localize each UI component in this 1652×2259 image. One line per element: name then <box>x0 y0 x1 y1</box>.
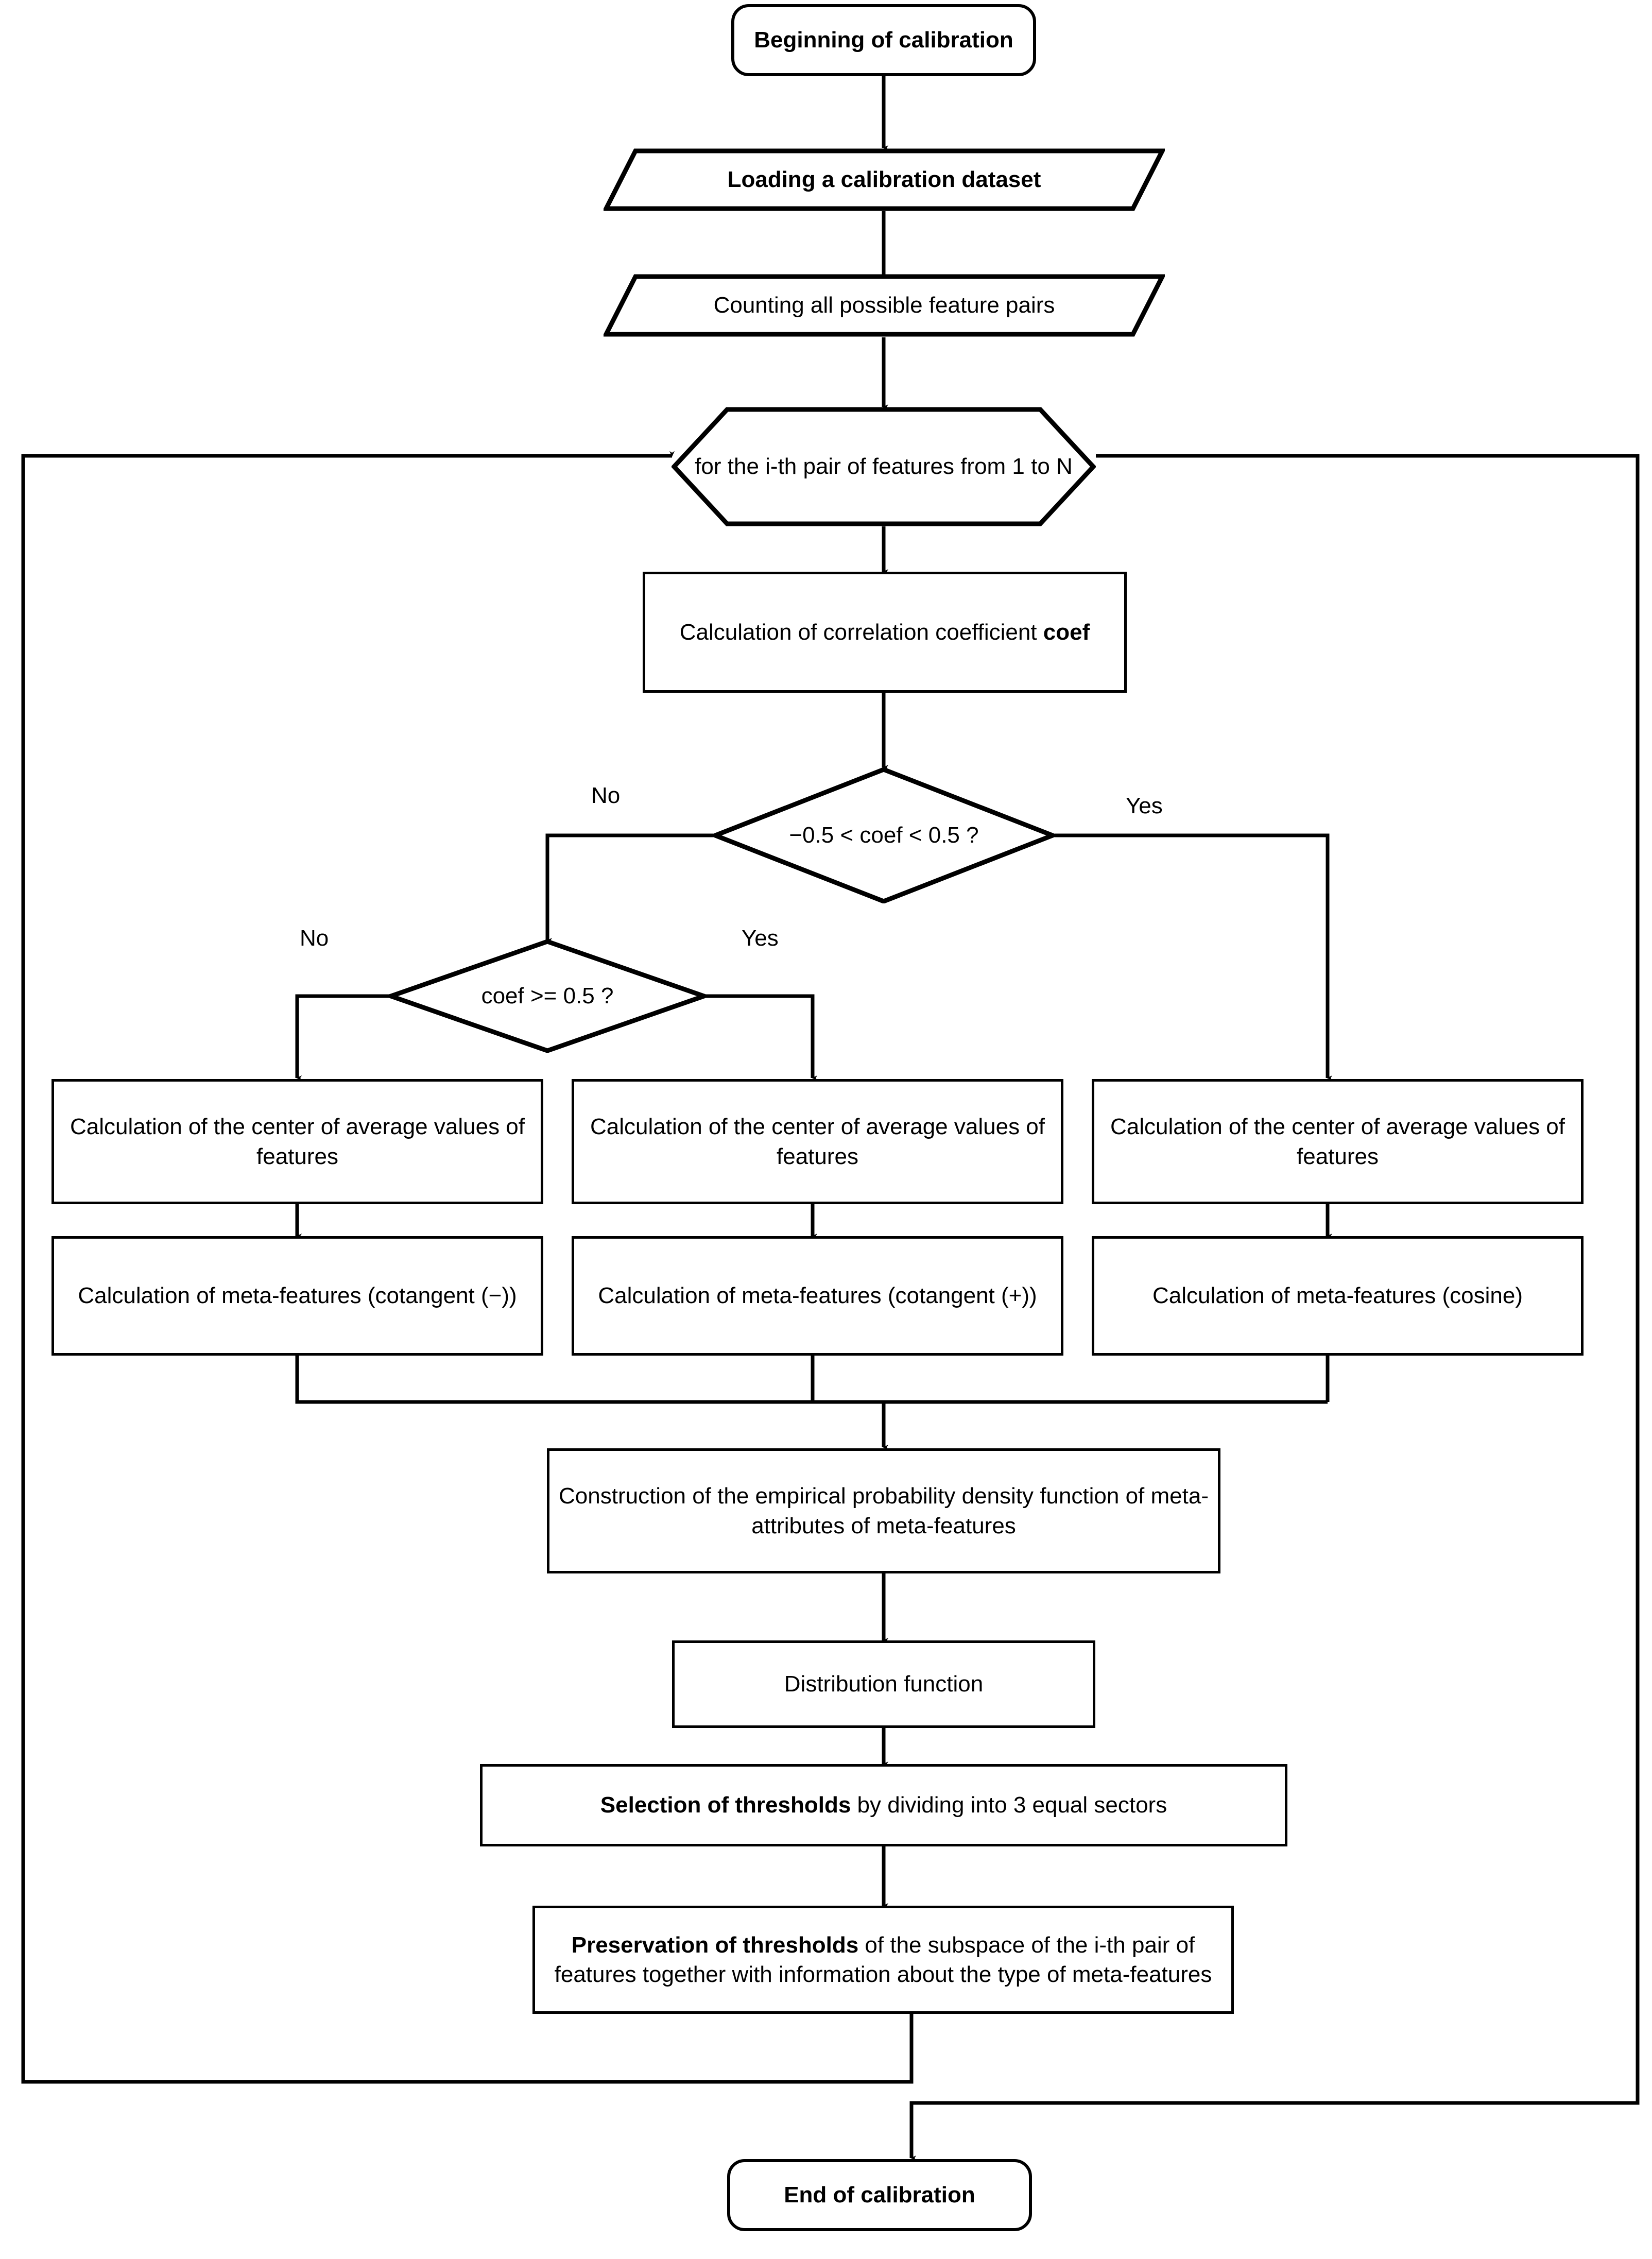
parallelogram-shape <box>604 274 1165 337</box>
node-decision1-label: −0.5 < coef < 0.5 ? <box>789 823 979 848</box>
node-center-mid: Calculation of the center of average val… <box>572 1079 1063 1204</box>
node-start-terminal: Beginning of calibration <box>731 4 1036 76</box>
node-loop-label: for the i-th pair of features from 1 to … <box>695 454 1073 480</box>
node-load-label: Loading a calibration dataset <box>727 167 1041 193</box>
node-center-right: Calculation of the center of average val… <box>1092 1079 1584 1204</box>
diamond-shape <box>389 939 706 1053</box>
node-decision-coef-between: −0.5 < coef < 0.5 ? <box>713 767 1055 903</box>
node-meta-cosine-box: Calculation of meta-features (cosine) <box>1092 1236 1584 1356</box>
node-distribution-function: Distribution function <box>672 1640 1095 1728</box>
node-decision-coef-ge: coef >= 0.5 ? <box>389 939 706 1053</box>
edge-label-decision2-no: No <box>300 926 329 951</box>
hexagon-shape <box>672 407 1096 526</box>
node-center-left-label: Calculation of the center of average val… <box>70 1114 525 1169</box>
node-end-terminal: End of calibration <box>727 2159 1032 2231</box>
node-center-left: Calculation of the center of average val… <box>51 1079 543 1204</box>
node-count-pairs: Counting all possible feature pairs <box>604 274 1165 337</box>
node-end-label: End of calibration <box>784 2182 975 2208</box>
node-center-right-label: Calculation of the center of average val… <box>1110 1114 1565 1169</box>
edge-label-decision1-no: No <box>591 783 621 808</box>
node-meta-cot-neg-label: Calculation of meta-features (cotangent … <box>78 1283 517 1309</box>
edge-label-decision2-yes: Yes <box>742 926 779 951</box>
node-center-mid-label: Calculation of the center of average val… <box>590 1114 1045 1169</box>
node-meta-cosine-label: Calculation of meta-features (cosine) <box>1152 1283 1523 1309</box>
node-count-label: Counting all possible feature pairs <box>713 293 1055 318</box>
node-loop-hexagon: for the i-th pair of features from 1 to … <box>672 407 1096 526</box>
node-meta-cot-pos-label: Calculation of meta-features (cotangent … <box>598 1283 1037 1309</box>
node-empirical-pdf: Construction of the empirical probabilit… <box>547 1448 1220 1573</box>
node-thresholds-label: Selection of thresholds by dividing into… <box>600 1792 1167 1818</box>
diamond-shape <box>713 767 1055 903</box>
parallelogram-shape <box>604 148 1165 211</box>
edge-label-decision1-yes: Yes <box>1126 793 1163 818</box>
node-select-thresholds: Selection of thresholds by dividing into… <box>480 1764 1287 1846</box>
node-meta-cotangent-negative: Calculation of meta-features (cotangent … <box>51 1236 543 1356</box>
node-corr-label: Calculation of correlation coefficient c… <box>679 619 1090 645</box>
node-distribution-label: Distribution function <box>784 1671 984 1697</box>
node-load-dataset: Loading a calibration dataset <box>604 148 1165 211</box>
node-pdf-label: Construction of the empirical probabilit… <box>559 1483 1209 1538</box>
node-meta-cotangent-positive: Calculation of meta-features (cotangent … <box>572 1236 1063 1356</box>
node-calc-correlation: Calculation of correlation coefficient c… <box>643 572 1127 693</box>
node-preserve-thresholds: Preservation of thresholds of the subspa… <box>532 1906 1234 2014</box>
node-decision2-label: coef >= 0.5 ? <box>481 983 614 1009</box>
node-preserve-label: Preservation of thresholds of the subspa… <box>554 1932 1212 1987</box>
node-start-label: Beginning of calibration <box>754 27 1013 53</box>
